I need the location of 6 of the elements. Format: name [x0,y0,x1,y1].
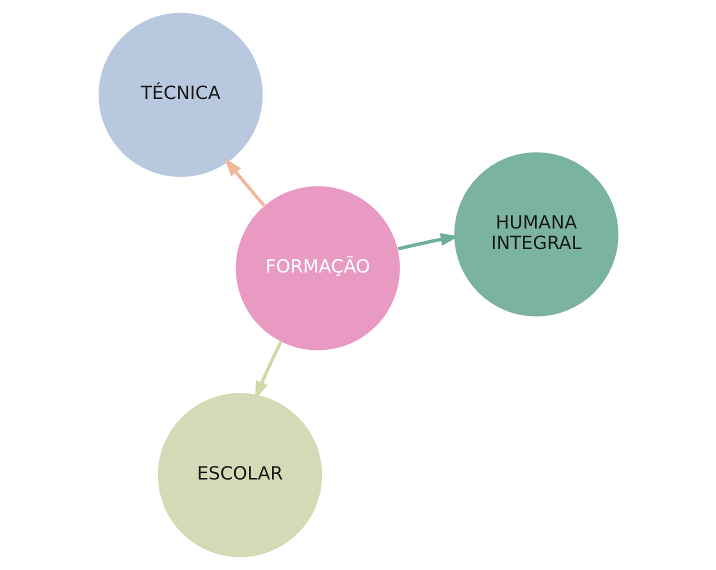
node-circle: ESCOLAR [157,393,322,558]
arrow [254,340,282,400]
arrow [224,158,265,207]
node-circle: HUMANA INTEGRAL [454,152,618,316]
arrow [397,233,458,250]
node-circle: FORMAÇÃO [235,186,400,350]
